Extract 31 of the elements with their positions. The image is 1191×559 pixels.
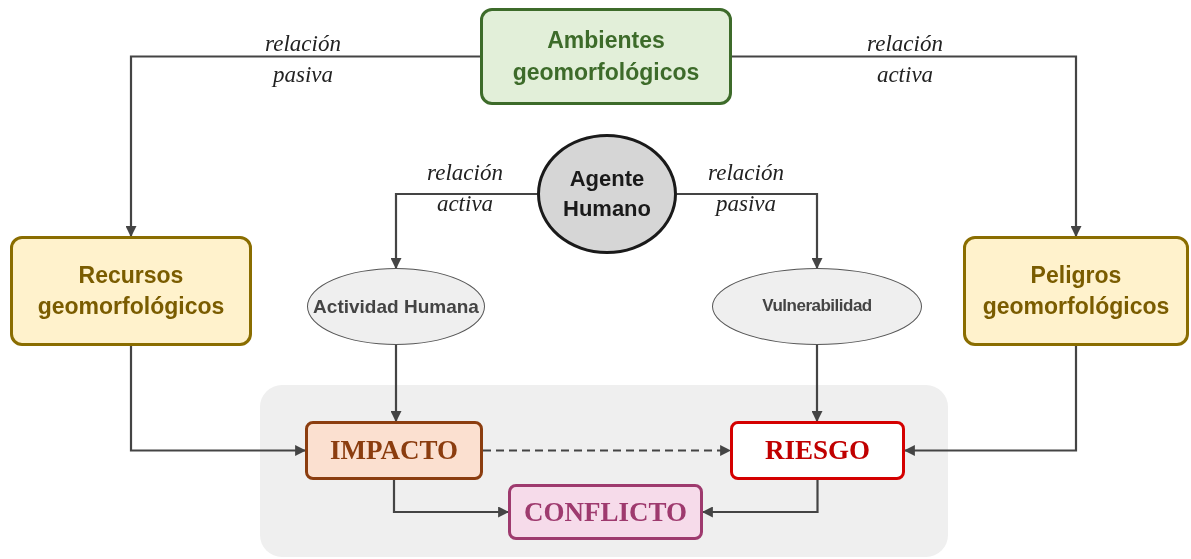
node-label: IMPACTO bbox=[330, 434, 458, 468]
arrow bbox=[392, 480, 510, 518]
process-box bbox=[10, 236, 252, 346]
edge-label: relación activa bbox=[426, 159, 504, 218]
process-box bbox=[963, 236, 1189, 346]
arrow bbox=[811, 345, 823, 423]
arrow bbox=[701, 480, 819, 518]
node-label: CONFLICTO bbox=[524, 495, 687, 529]
node-label: RIESGO bbox=[764, 434, 870, 468]
arrow bbox=[129, 346, 307, 456]
node-label: Recursos geomorfológicos bbox=[36, 260, 226, 321]
process-box bbox=[480, 8, 732, 105]
arrow bbox=[903, 346, 1078, 456]
group-background bbox=[260, 385, 948, 557]
edge-label: relación activa bbox=[866, 30, 944, 89]
arrow bbox=[390, 345, 402, 423]
node-label: Vulnerabilidad bbox=[762, 295, 872, 318]
node-label: Actividad Humana bbox=[313, 294, 479, 319]
arrow bbox=[677, 192, 823, 270]
process-box bbox=[508, 484, 703, 540]
arrow bbox=[390, 192, 537, 270]
process-box bbox=[730, 421, 905, 480]
process-box bbox=[305, 421, 483, 480]
arrow bbox=[483, 445, 732, 456]
node-label: Peligros geomorfológicos bbox=[981, 260, 1171, 321]
edge-label: relación pasiva bbox=[264, 30, 342, 89]
arrow bbox=[125, 55, 480, 238]
edge-label: relación pasiva bbox=[707, 159, 785, 218]
node-label: Ambientes geomorfológicos bbox=[511, 26, 701, 87]
arrow bbox=[732, 55, 1082, 238]
node-label: Agente Humano bbox=[562, 165, 652, 223]
